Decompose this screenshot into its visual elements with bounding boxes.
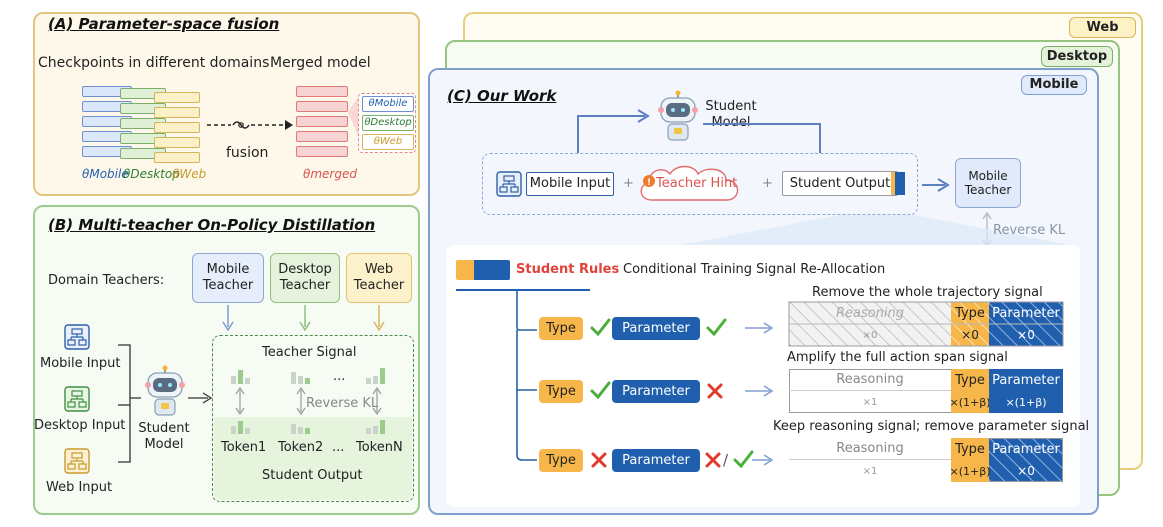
teacher-signal-label: Teacher Signal bbox=[262, 345, 357, 360]
row2-type: Type bbox=[951, 369, 989, 391]
svg-text:!: ! bbox=[647, 178, 651, 188]
teacher-hint-label: Teacher Hint bbox=[656, 176, 738, 191]
panel-c-title: (C) Our Work bbox=[447, 87, 557, 105]
row3-reasoning: Reasoning bbox=[789, 438, 951, 460]
student-robot-c-icon bbox=[658, 90, 698, 141]
token-1: Token1 bbox=[221, 440, 267, 455]
fusion-arrow bbox=[207, 120, 293, 130]
mobile-input-c-icon bbox=[496, 171, 522, 197]
row2-caption: Amplify the full action span signal bbox=[787, 350, 1008, 365]
reverse-kl-label-c: Reverse KL bbox=[993, 223, 1066, 238]
teacher-web: Web Teacher bbox=[346, 253, 412, 303]
web-input-label: Web Input bbox=[46, 480, 113, 495]
row1-type: Type bbox=[955, 305, 985, 321]
row2-w-reason: ×1 bbox=[862, 396, 878, 408]
rule3-type-cross-icon bbox=[591, 452, 607, 468]
row1-w-reason: ×0 bbox=[862, 329, 878, 341]
student-output-type-segment bbox=[891, 172, 895, 195]
rule3-type-tag: Type bbox=[539, 449, 583, 472]
row3-caption: Keep reasoning signal; remove parameter … bbox=[773, 419, 1090, 434]
desktop-input-label: Desktop Input bbox=[34, 418, 126, 433]
domain-teachers-label: Domain Teachers: bbox=[48, 273, 165, 288]
row1-param: Parameter bbox=[992, 305, 1060, 321]
desktop-input-icon bbox=[64, 386, 90, 412]
row2-w-param: ×(1+β) bbox=[989, 391, 1063, 413]
row3-w-type: ×(1+β) bbox=[949, 460, 991, 482]
student-rules-label: Student Rules bbox=[516, 262, 620, 277]
rule2-param-cross-icon bbox=[707, 383, 723, 399]
rule3-param-cross-icon bbox=[705, 452, 721, 468]
rules-param-segment bbox=[474, 260, 510, 280]
student-robot-icon bbox=[145, 365, 185, 416]
reverse-kl-label-b: Reverse KL bbox=[306, 396, 379, 411]
row3-w-reason: ×1 bbox=[789, 460, 951, 482]
rule1-type-check-icon bbox=[590, 318, 611, 337]
tab-desktop: Desktop bbox=[1041, 46, 1113, 67]
mobile-teacher-c: Mobile Teacher bbox=[955, 158, 1021, 208]
web-input-icon bbox=[64, 448, 90, 474]
panel-a-title: (A) Parameter-space fusion bbox=[48, 15, 280, 33]
student-model-label: Student Model bbox=[138, 421, 190, 452]
teacher-hint-cloud: ! bbox=[640, 165, 739, 201]
legend-theta-desktop: θDesktop bbox=[362, 115, 414, 131]
rule1-param-tag: Parameter bbox=[612, 317, 700, 340]
rule3-param-tag: Parameter bbox=[612, 449, 700, 472]
row1-caption: Remove the whole trajectory signal bbox=[812, 285, 1043, 300]
row1-w-type: ×0 bbox=[961, 328, 979, 342]
row1-hatch bbox=[788, 301, 1064, 347]
rule1-type-tag: Type bbox=[539, 317, 583, 340]
row2-param: Parameter bbox=[989, 369, 1063, 391]
student-output-label-b: Student Output bbox=[262, 468, 363, 483]
mobile-input-c: Mobile Input bbox=[526, 172, 614, 196]
tab-mobile: Mobile bbox=[1021, 75, 1087, 95]
student-model-c-label: Student Model bbox=[705, 99, 757, 130]
legend-theta-mobile: θMobile bbox=[362, 96, 414, 112]
legend-theta-web: θWeb bbox=[362, 134, 414, 150]
panel-b-title: (B) Multi-teacher On-Policy Distillation bbox=[48, 216, 376, 234]
rule1-param-check-icon bbox=[706, 318, 727, 337]
row2-reasoning: Reasoning bbox=[789, 369, 951, 391]
theta-merged-label: θmerged bbox=[303, 167, 357, 181]
theta-mobile-label: θMobile bbox=[82, 167, 129, 181]
row3-param: Parameter bbox=[992, 441, 1060, 457]
row3-w-param: ×0 bbox=[1017, 464, 1035, 478]
token-2: Token2 bbox=[278, 440, 324, 455]
rule3-slash: / bbox=[723, 451, 729, 469]
rule2-type-check-icon bbox=[590, 381, 611, 400]
checkpoints-label: Checkpoints in different domains bbox=[38, 55, 270, 71]
teacher-signal-box bbox=[212, 335, 414, 502]
teacher-desktop: Desktop Teacher bbox=[270, 253, 340, 303]
token-n: TokenN bbox=[356, 440, 403, 455]
theta-desktop-label: θDesktop bbox=[123, 167, 180, 181]
row3-type: Type bbox=[951, 438, 989, 460]
row1-reasoning: Reasoning bbox=[835, 305, 905, 321]
realloc-label: Conditional Training Signal Re-Allocatio… bbox=[623, 262, 886, 277]
rules-type-segment bbox=[456, 260, 474, 280]
theta-web-label: θWeb bbox=[172, 167, 207, 181]
merged-legend-box bbox=[358, 93, 416, 153]
row3-param-hatch bbox=[989, 438, 1063, 482]
plus-2: + bbox=[762, 176, 773, 191]
row1-w-param: ×0 bbox=[1017, 328, 1035, 342]
rule3-param-check-icon bbox=[733, 450, 754, 469]
fusion-label: fusion bbox=[226, 145, 269, 161]
plus-1: + bbox=[623, 176, 634, 191]
token-dots: ... bbox=[332, 440, 345, 455]
tab-web: Web bbox=[1069, 17, 1136, 38]
teacher-mobile: Mobile Teacher bbox=[192, 253, 264, 303]
merged-model-label: Merged model bbox=[270, 55, 371, 71]
rule2-param-tag: Parameter bbox=[612, 380, 700, 403]
merged-zoom-wedge bbox=[348, 94, 360, 140]
row2-w-type: ×(1+β) bbox=[949, 391, 991, 413]
dots-top: ... bbox=[333, 369, 346, 384]
rule2-type-tag: Type bbox=[539, 380, 583, 403]
mobile-input-label: Mobile Input bbox=[40, 356, 121, 371]
student-output-c: Student Output bbox=[782, 171, 898, 196]
mobile-input-icon bbox=[64, 324, 90, 350]
student-output-param-segment bbox=[895, 172, 905, 195]
